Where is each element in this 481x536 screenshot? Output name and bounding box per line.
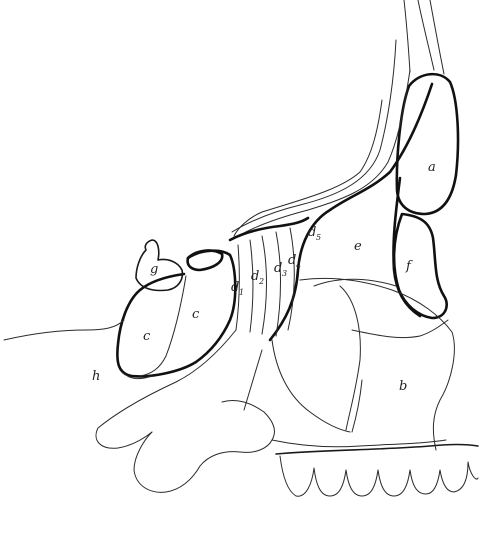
region-b-inner-2	[352, 320, 448, 338]
label-a: a	[428, 160, 436, 175]
label-d2-sub: 2	[258, 277, 264, 286]
d-strip-line-4	[276, 232, 281, 336]
label-h: h	[92, 369, 100, 384]
region-e-f-edge	[393, 178, 420, 316]
label-d1-sub: 1	[239, 288, 244, 297]
region-f-outline	[394, 214, 447, 318]
profile-line-h	[4, 320, 124, 340]
upper-fibre-6	[234, 100, 382, 236]
lower-lobe-outline	[134, 400, 274, 492]
nasal-strip-upper-edge	[230, 218, 308, 240]
teeth-row-top-edge	[276, 445, 478, 455]
upper-fibre-5	[240, 70, 410, 235]
label-d3-sub: 3	[282, 269, 287, 278]
d-strip-line-2	[250, 240, 253, 332]
label-b: b	[399, 379, 407, 394]
label-c-right: c	[192, 307, 200, 322]
label-d4-sub: 4	[295, 261, 301, 270]
label-d5-sub: 5	[316, 233, 321, 242]
region-g-outline	[136, 240, 182, 291]
region-b-inner-4	[352, 380, 362, 432]
palate-lower-edge	[272, 440, 446, 447]
label-e: e	[354, 239, 362, 254]
upper-fibre-4	[232, 40, 396, 232]
d-strip-line-5	[288, 228, 294, 330]
region-b-inner-3	[272, 340, 350, 432]
label-g: g	[150, 262, 158, 277]
teeth-row	[280, 456, 478, 496]
label-c-left: c	[143, 329, 151, 344]
inner-fold	[244, 350, 262, 410]
region-e-boundary	[314, 279, 396, 286]
label-f: f	[405, 259, 413, 274]
upper-fibre-1	[404, 0, 410, 72]
alar-cap	[188, 251, 223, 270]
region-c-outline	[117, 251, 235, 377]
region-b-outline	[300, 278, 454, 450]
